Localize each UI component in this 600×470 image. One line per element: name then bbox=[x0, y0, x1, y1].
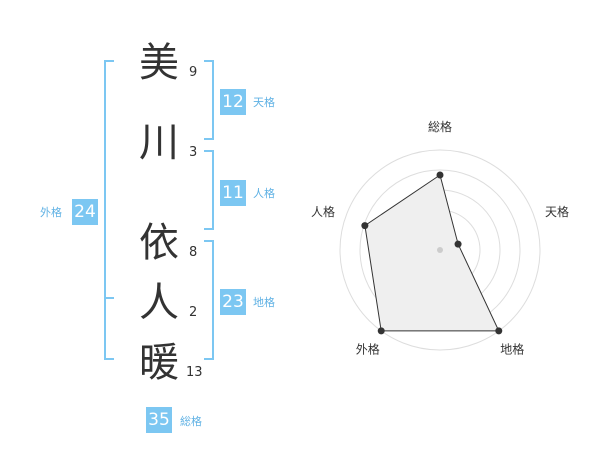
radar-axis-label-1: 天格 bbox=[545, 204, 569, 219]
stroke-count-3: 8 bbox=[189, 245, 198, 260]
jinkaku-value: 11 bbox=[220, 180, 246, 206]
soukaku-label: 総格 bbox=[180, 415, 202, 428]
name-char-1: 美 bbox=[139, 40, 179, 86]
gaikaku-bracket-divider bbox=[104, 297, 114, 299]
radar-point-0 bbox=[436, 171, 444, 179]
radar-axis-label-2: 地格 bbox=[500, 342, 524, 357]
gaikaku-bracket bbox=[104, 60, 114, 360]
name-char-4: 人 bbox=[139, 280, 179, 326]
name-char-2: 川 bbox=[139, 120, 179, 166]
radar-point-4 bbox=[361, 222, 369, 230]
name-char-5: 暖 bbox=[139, 340, 179, 386]
name-char-3: 依 bbox=[139, 220, 179, 266]
radar-ring-5 bbox=[339, 149, 541, 351]
radar-axis-label-4: 人格 bbox=[311, 204, 335, 219]
tenkaku-bracket bbox=[204, 60, 214, 140]
radar-points bbox=[361, 171, 503, 335]
radar-center-dot bbox=[437, 247, 443, 253]
radar-axis-label-3: 外格 bbox=[356, 342, 380, 357]
stroke-count-1: 9 bbox=[189, 65, 198, 80]
stroke-count-4: 2 bbox=[189, 305, 198, 320]
chikaku-label: 地格 bbox=[253, 296, 275, 309]
gaikaku-label: 外格 bbox=[40, 206, 62, 219]
radar-point-2 bbox=[495, 327, 503, 335]
radar-polygon bbox=[364, 174, 500, 332]
chikaku-value: 23 bbox=[220, 289, 246, 315]
chikaku-bracket bbox=[204, 240, 214, 360]
radar-point-1 bbox=[454, 240, 462, 248]
tenkaku-label: 天格 bbox=[253, 96, 275, 109]
radar-axis-label-0: 総格 bbox=[428, 119, 452, 134]
jinkaku-bracket bbox=[204, 150, 214, 230]
stroke-count-2: 3 bbox=[189, 145, 198, 160]
soukaku-value: 35 bbox=[146, 407, 172, 433]
tenkaku-value: 12 bbox=[220, 89, 246, 115]
jinkaku-label: 人格 bbox=[253, 187, 275, 200]
stroke-count-5: 13 bbox=[186, 365, 203, 380]
radar-point-3 bbox=[377, 327, 385, 335]
gaikaku-value: 24 bbox=[72, 199, 98, 225]
